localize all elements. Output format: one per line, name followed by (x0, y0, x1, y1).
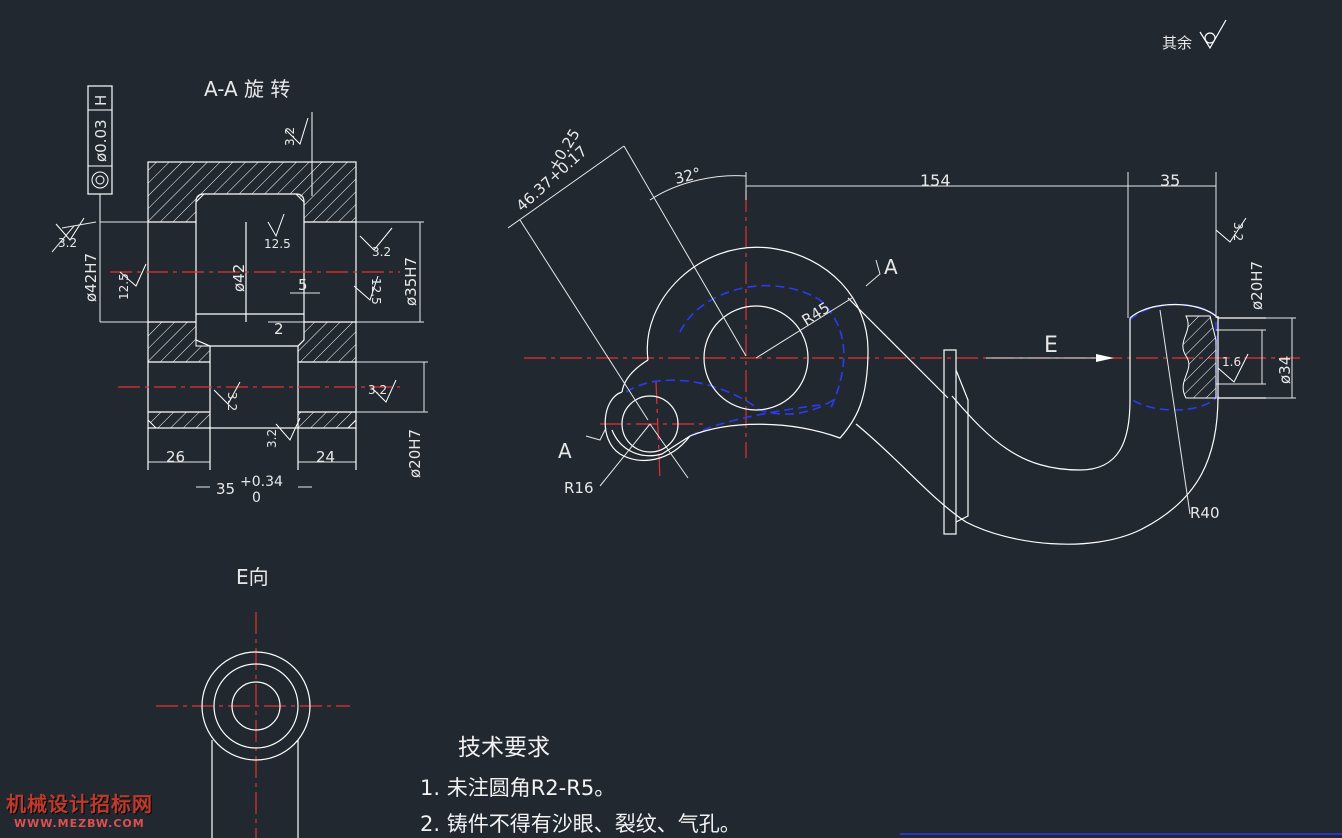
ra-12-5-c: 12.5 (369, 278, 383, 305)
dim-35-right: 35 (1160, 171, 1180, 190)
section-centerlines (110, 271, 400, 388)
section-outline (147, 161, 357, 470)
tolerance-datum: H (92, 95, 110, 106)
ra-3-2-hook: 3.2 (1231, 222, 1245, 241)
dim-24: 24 (316, 448, 335, 466)
tech-item-2: 2. 铸件不得有沙眼、裂纹、气孔。 (420, 812, 741, 836)
dim-35-base: 35 (216, 480, 235, 498)
view-marker-e: E (1044, 333, 1058, 358)
tolerance-frame: ø0.03 H (87, 85, 113, 222)
dim-154: 154 (920, 171, 951, 190)
ra-3-2-a: 3.2 (58, 236, 77, 250)
main-hook-view: +0.25 46.37+0.17 32° 154 35 R45 R16 R40 … (507, 126, 1300, 545)
ra-12-5-b: 12.5 (117, 273, 131, 300)
hook-dimension-lines (507, 145, 1296, 515)
watermark: 机械设计招标网 WWW.MEZBW.COM (6, 788, 153, 830)
watermark-title: 机械设计招标网 (6, 792, 153, 816)
section-dimension-lines (51, 221, 428, 488)
section-title: A-A 旋 转 (204, 77, 290, 101)
view-arrow-icon (1096, 354, 1114, 362)
dim-35-lower: 0 (252, 490, 261, 506)
ra-1-6: 1.6 (1222, 355, 1241, 369)
tech-title: 技术要求 (458, 735, 550, 761)
default-roughness-note: 其余 (1162, 19, 1227, 52)
dim-d35h7: ø35H7 (402, 257, 420, 306)
dim-d34: ø34 (1276, 356, 1294, 384)
e-view-outline (201, 651, 311, 838)
technical-requirements: 技术要求 1. 未注圆角R2-R5。 2. 铸件不得有沙眼、裂纹、气孔。 (420, 728, 880, 838)
dim-r45: R45 (799, 298, 834, 329)
roughness-symbol-icon (1199, 19, 1227, 50)
ra-3-2-d: 3.2 (225, 392, 239, 411)
dim-r16: R16 (564, 479, 594, 497)
angle-32: 32° (673, 164, 703, 188)
dim-26: 26 (166, 448, 185, 466)
dim-d20h7-right: ø20H7 (1248, 261, 1266, 310)
section-a-a-view: A-A 旋 转 (51, 77, 428, 506)
dim-r40: R40 (1190, 504, 1220, 522)
dim-35-upper: +0.34 (240, 474, 283, 490)
ra-3-2-f: 3.2 (368, 383, 387, 397)
ra-3-2-b: 3.2 (372, 245, 391, 259)
watermark-url: WWW.MEZBW.COM (14, 817, 145, 830)
hook-centerlines (524, 190, 1300, 481)
hook-boss-hatch (1182, 315, 1217, 399)
dim-2: 2 (274, 320, 284, 338)
default-roughness-label: 其余 (1162, 34, 1192, 52)
section-marker-a-bottom: A (558, 439, 572, 463)
dim-5: 5 (298, 276, 308, 294)
e-view: E向 (156, 565, 350, 838)
concentricity-icon (91, 171, 109, 189)
ra-3-2-c: 3.2 (283, 127, 297, 146)
roughness-symbols-hook (1215, 217, 1249, 383)
section-marker-a-top: A (884, 255, 898, 279)
roughness-symbols-left (55, 117, 397, 441)
dim-d20h7-left: ø20H7 (406, 429, 424, 478)
tech-item-1: 1. 未注圆角R2-R5。 (420, 776, 616, 800)
dim-d42h7: ø42H7 (82, 253, 100, 302)
e-view-title: E向 (236, 565, 269, 589)
tolerance-value: ø0.03 (92, 119, 110, 162)
hatch-areas (147, 161, 357, 429)
ra-12-5-a: 12.5 (264, 237, 291, 251)
hook-outline (604, 246, 1266, 545)
dim-d42: ø42 (230, 264, 248, 292)
ra-3-2-e: 3.2 (265, 429, 279, 448)
e-view-centerlines (156, 612, 350, 838)
